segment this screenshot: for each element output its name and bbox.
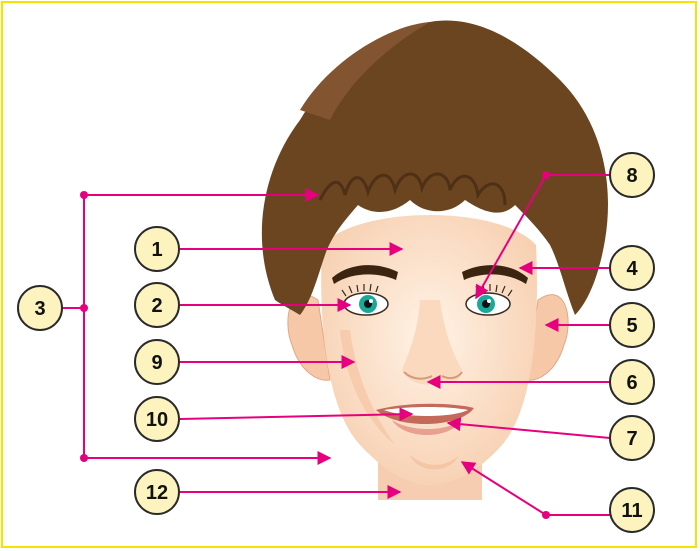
callout-7: 7 (610, 416, 654, 460)
left-eye (344, 293, 388, 315)
label-11: 11 (621, 500, 642, 522)
right-eye (466, 293, 510, 315)
label-8: 8 (626, 165, 637, 187)
callout-1: 1 (135, 227, 179, 271)
label-3: 3 (34, 298, 45, 320)
label-2: 2 (151, 295, 162, 317)
callout-6: 6 (610, 360, 654, 404)
label-7: 7 (626, 428, 637, 450)
label-6: 6 (626, 372, 637, 394)
label-1: 1 (151, 239, 162, 261)
callout-2: 2 (135, 283, 179, 327)
callout-3: 3 (18, 286, 62, 330)
label-9: 9 (151, 352, 162, 374)
callout-5: 5 (610, 303, 654, 347)
label-5: 5 (626, 315, 637, 337)
callout-4: 4 (610, 246, 654, 290)
face-illustration (262, 21, 608, 500)
callout-9: 9 (135, 340, 179, 384)
label-4: 4 (626, 258, 638, 280)
callout-12: 12 (135, 470, 179, 514)
callout-10: 10 (135, 397, 179, 441)
callout-11: 11 (610, 488, 654, 532)
label-12: 12 (146, 482, 168, 504)
callout-8: 8 (610, 153, 654, 197)
label-10: 10 (146, 409, 168, 431)
